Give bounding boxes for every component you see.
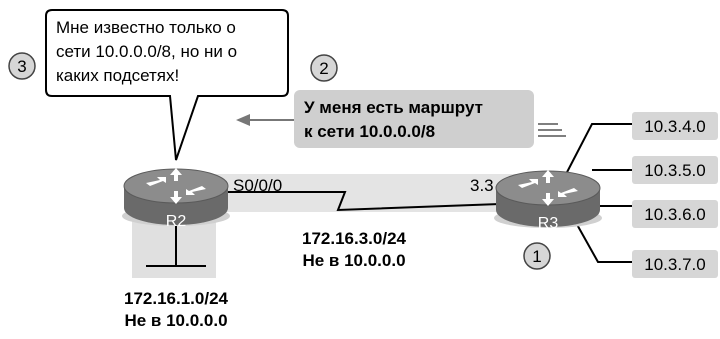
motion-lines bbox=[538, 123, 566, 137]
callout-line-1: У меня есть маршрут bbox=[304, 98, 483, 117]
bubble-line-1: Мне известно только о bbox=[56, 18, 236, 37]
route-update-callout: У меня есть маршрут к сети 10.0.0.0/8 bbox=[294, 90, 534, 148]
interface-label-s000: S0/0/0 bbox=[233, 176, 282, 195]
router-label-r2: R2 bbox=[166, 213, 187, 230]
router-r2: R2 bbox=[122, 168, 230, 230]
router-arrows-icon bbox=[146, 168, 206, 204]
step-3-marker: 3 bbox=[8, 52, 36, 80]
step-1-label: 1 bbox=[532, 247, 541, 266]
bubble-line-3: каких подсетях! bbox=[56, 66, 179, 85]
subnet-box-2: 10.3.5.0 bbox=[632, 156, 718, 184]
serial-link bbox=[222, 191, 501, 212]
speech-bubble: Мне известно только о сети 10.0.0.0/8, н… bbox=[45, 9, 289, 161]
subnet-label: 10.3.6.0 bbox=[644, 205, 705, 224]
subnet-box-1: 10.3.4.0 bbox=[632, 112, 718, 140]
step-1-marker: 1 bbox=[523, 242, 551, 270]
serial-subnet-label: 172.16.3.0/24 bbox=[302, 229, 407, 248]
serial-subnet-note: Не в 10.0.0.0 bbox=[302, 251, 405, 270]
step-2-marker: 2 bbox=[310, 54, 338, 82]
interface-label-3-3: 3.3 bbox=[470, 176, 494, 195]
router-arrows-icon bbox=[518, 170, 578, 206]
lan-subnet-note: Не в 10.0.0.0 bbox=[124, 311, 227, 330]
subnet-label: 10.3.4.0 bbox=[644, 117, 705, 136]
subnet-label: 10.3.5.0 bbox=[644, 161, 705, 180]
callout-line-2: к сети 10.0.0.0/8 bbox=[304, 122, 435, 141]
step-3-label: 3 bbox=[17, 57, 26, 76]
router-label-r3: R3 bbox=[538, 215, 559, 232]
subnet-box-3: 10.3.6.0 bbox=[632, 200, 718, 228]
subnet-box-4: 10.3.7.0 bbox=[632, 250, 718, 278]
step-2-label: 2 bbox=[319, 59, 328, 78]
arrow-left-icon bbox=[236, 114, 294, 126]
router-r3: R3 bbox=[494, 170, 602, 232]
bubble-line-2: сети 10.0.0.0/8, но ни о bbox=[56, 42, 237, 61]
lan-subnet-label: 172.16.1.0/24 bbox=[124, 289, 229, 308]
subnet-label: 10.3.7.0 bbox=[644, 255, 705, 274]
